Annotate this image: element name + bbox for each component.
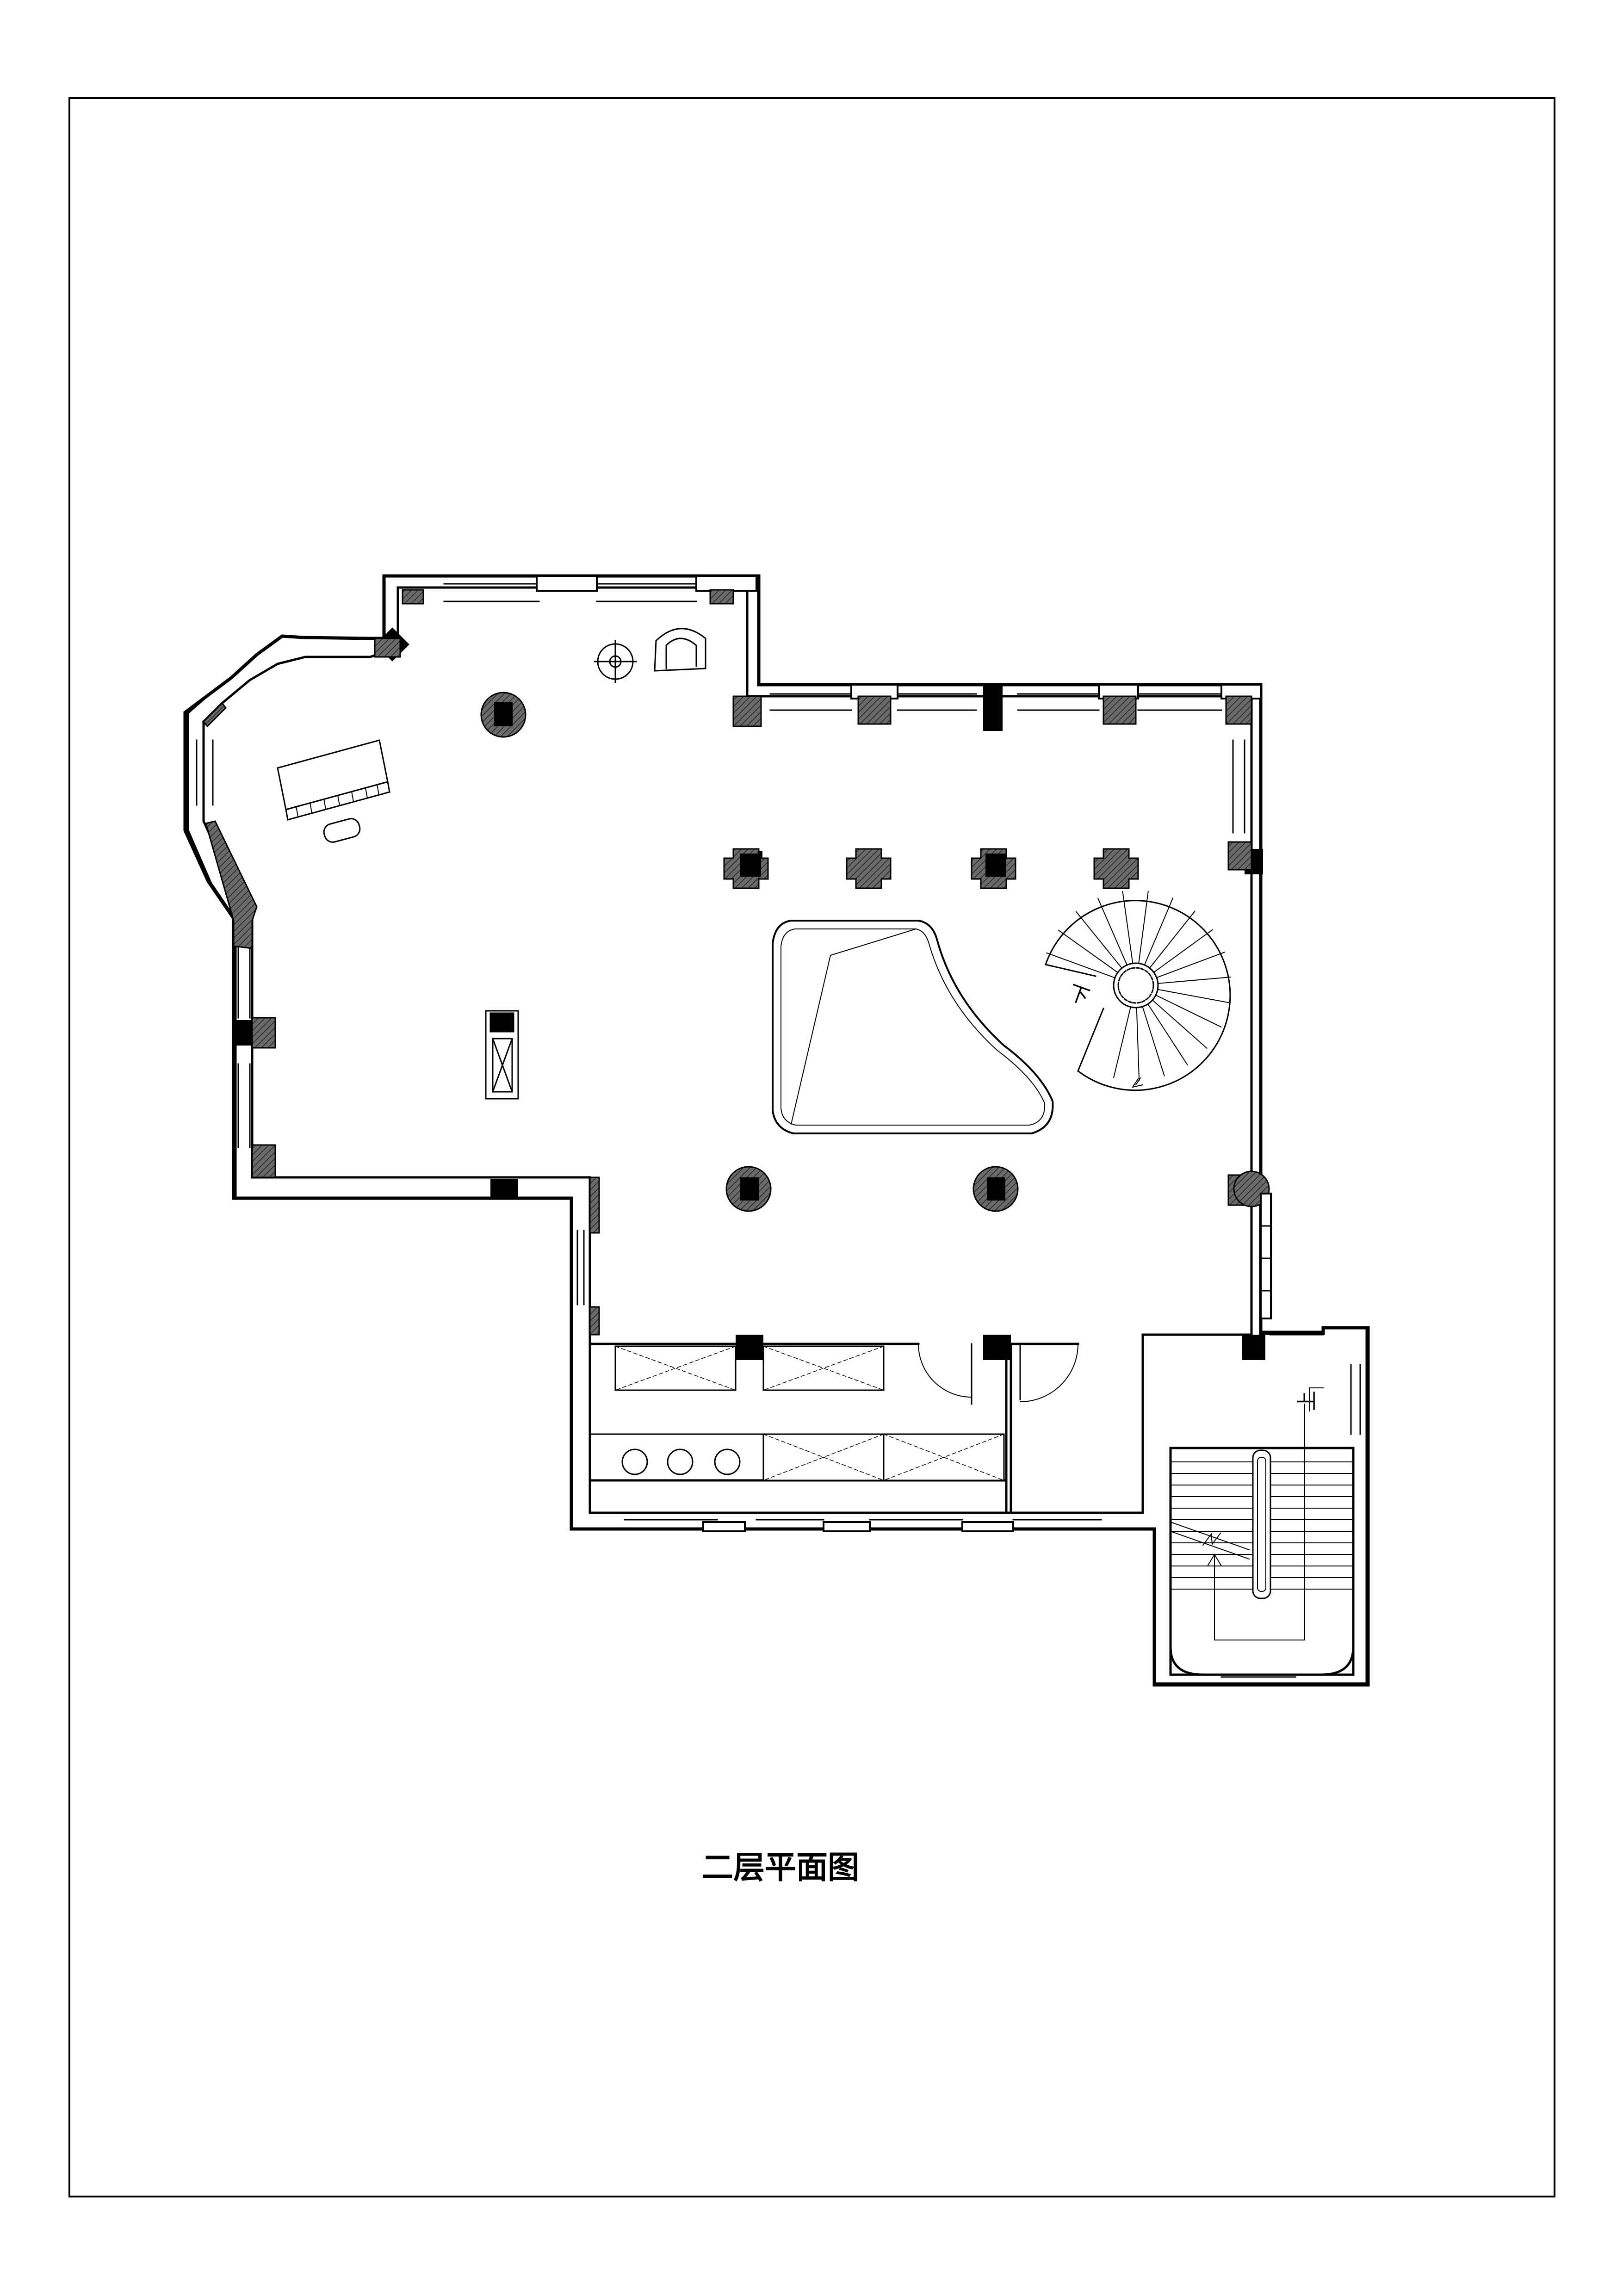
spiral-tread <box>1155 994 1222 1028</box>
windows <box>196 583 1361 1678</box>
spiral-tread <box>1097 897 1128 966</box>
spiral-stair <box>1045 891 1231 1091</box>
spiral-tread <box>1113 1006 1132 1078</box>
spiral-tread <box>1157 989 1230 1003</box>
column <box>736 1335 763 1360</box>
piano <box>277 739 390 843</box>
drawing-frame <box>68 97 1555 2197</box>
spiral-tread <box>1152 999 1208 1049</box>
spiral-tread <box>1149 910 1196 969</box>
column-cores <box>494 702 1006 1201</box>
straight-stair <box>1169 1193 1369 1676</box>
spiral-tread <box>1157 977 1231 984</box>
columns-solid <box>235 627 1265 1360</box>
exterior-wall <box>183 574 1370 1687</box>
column <box>235 1020 253 1046</box>
column <box>983 685 1003 731</box>
spiral-tread <box>1136 1007 1140 1081</box>
spiral-tread <box>1122 891 1134 964</box>
central-platform <box>772 920 1054 1134</box>
spiral-tread <box>1142 1006 1165 1077</box>
spiral-tread <box>1046 952 1116 978</box>
spiral-tread <box>1144 897 1174 966</box>
drawing-title: 二层平面图 <box>702 1850 859 1886</box>
spiral-tread <box>1075 911 1123 969</box>
spiral-tread <box>1138 891 1149 964</box>
columns-hatched <box>202 589 1270 1336</box>
spiral-treads <box>1046 891 1231 1081</box>
spiral-tread <box>1153 929 1214 973</box>
cabinets <box>589 1345 1005 1481</box>
spiral-tread <box>1058 929 1119 973</box>
spiral-tread <box>1147 1003 1189 1066</box>
floor-plan <box>183 574 1370 1687</box>
straight-stair-label: 上 <box>1295 1391 1319 1411</box>
spiral-tread <box>1156 951 1226 978</box>
doors <box>917 1343 1079 1405</box>
spiral-stair-label: 下 <box>1065 981 1092 1010</box>
side-table-and-chair <box>594 628 706 683</box>
display-stand <box>485 1010 519 1100</box>
column <box>1242 1335 1265 1360</box>
column <box>490 1179 518 1198</box>
